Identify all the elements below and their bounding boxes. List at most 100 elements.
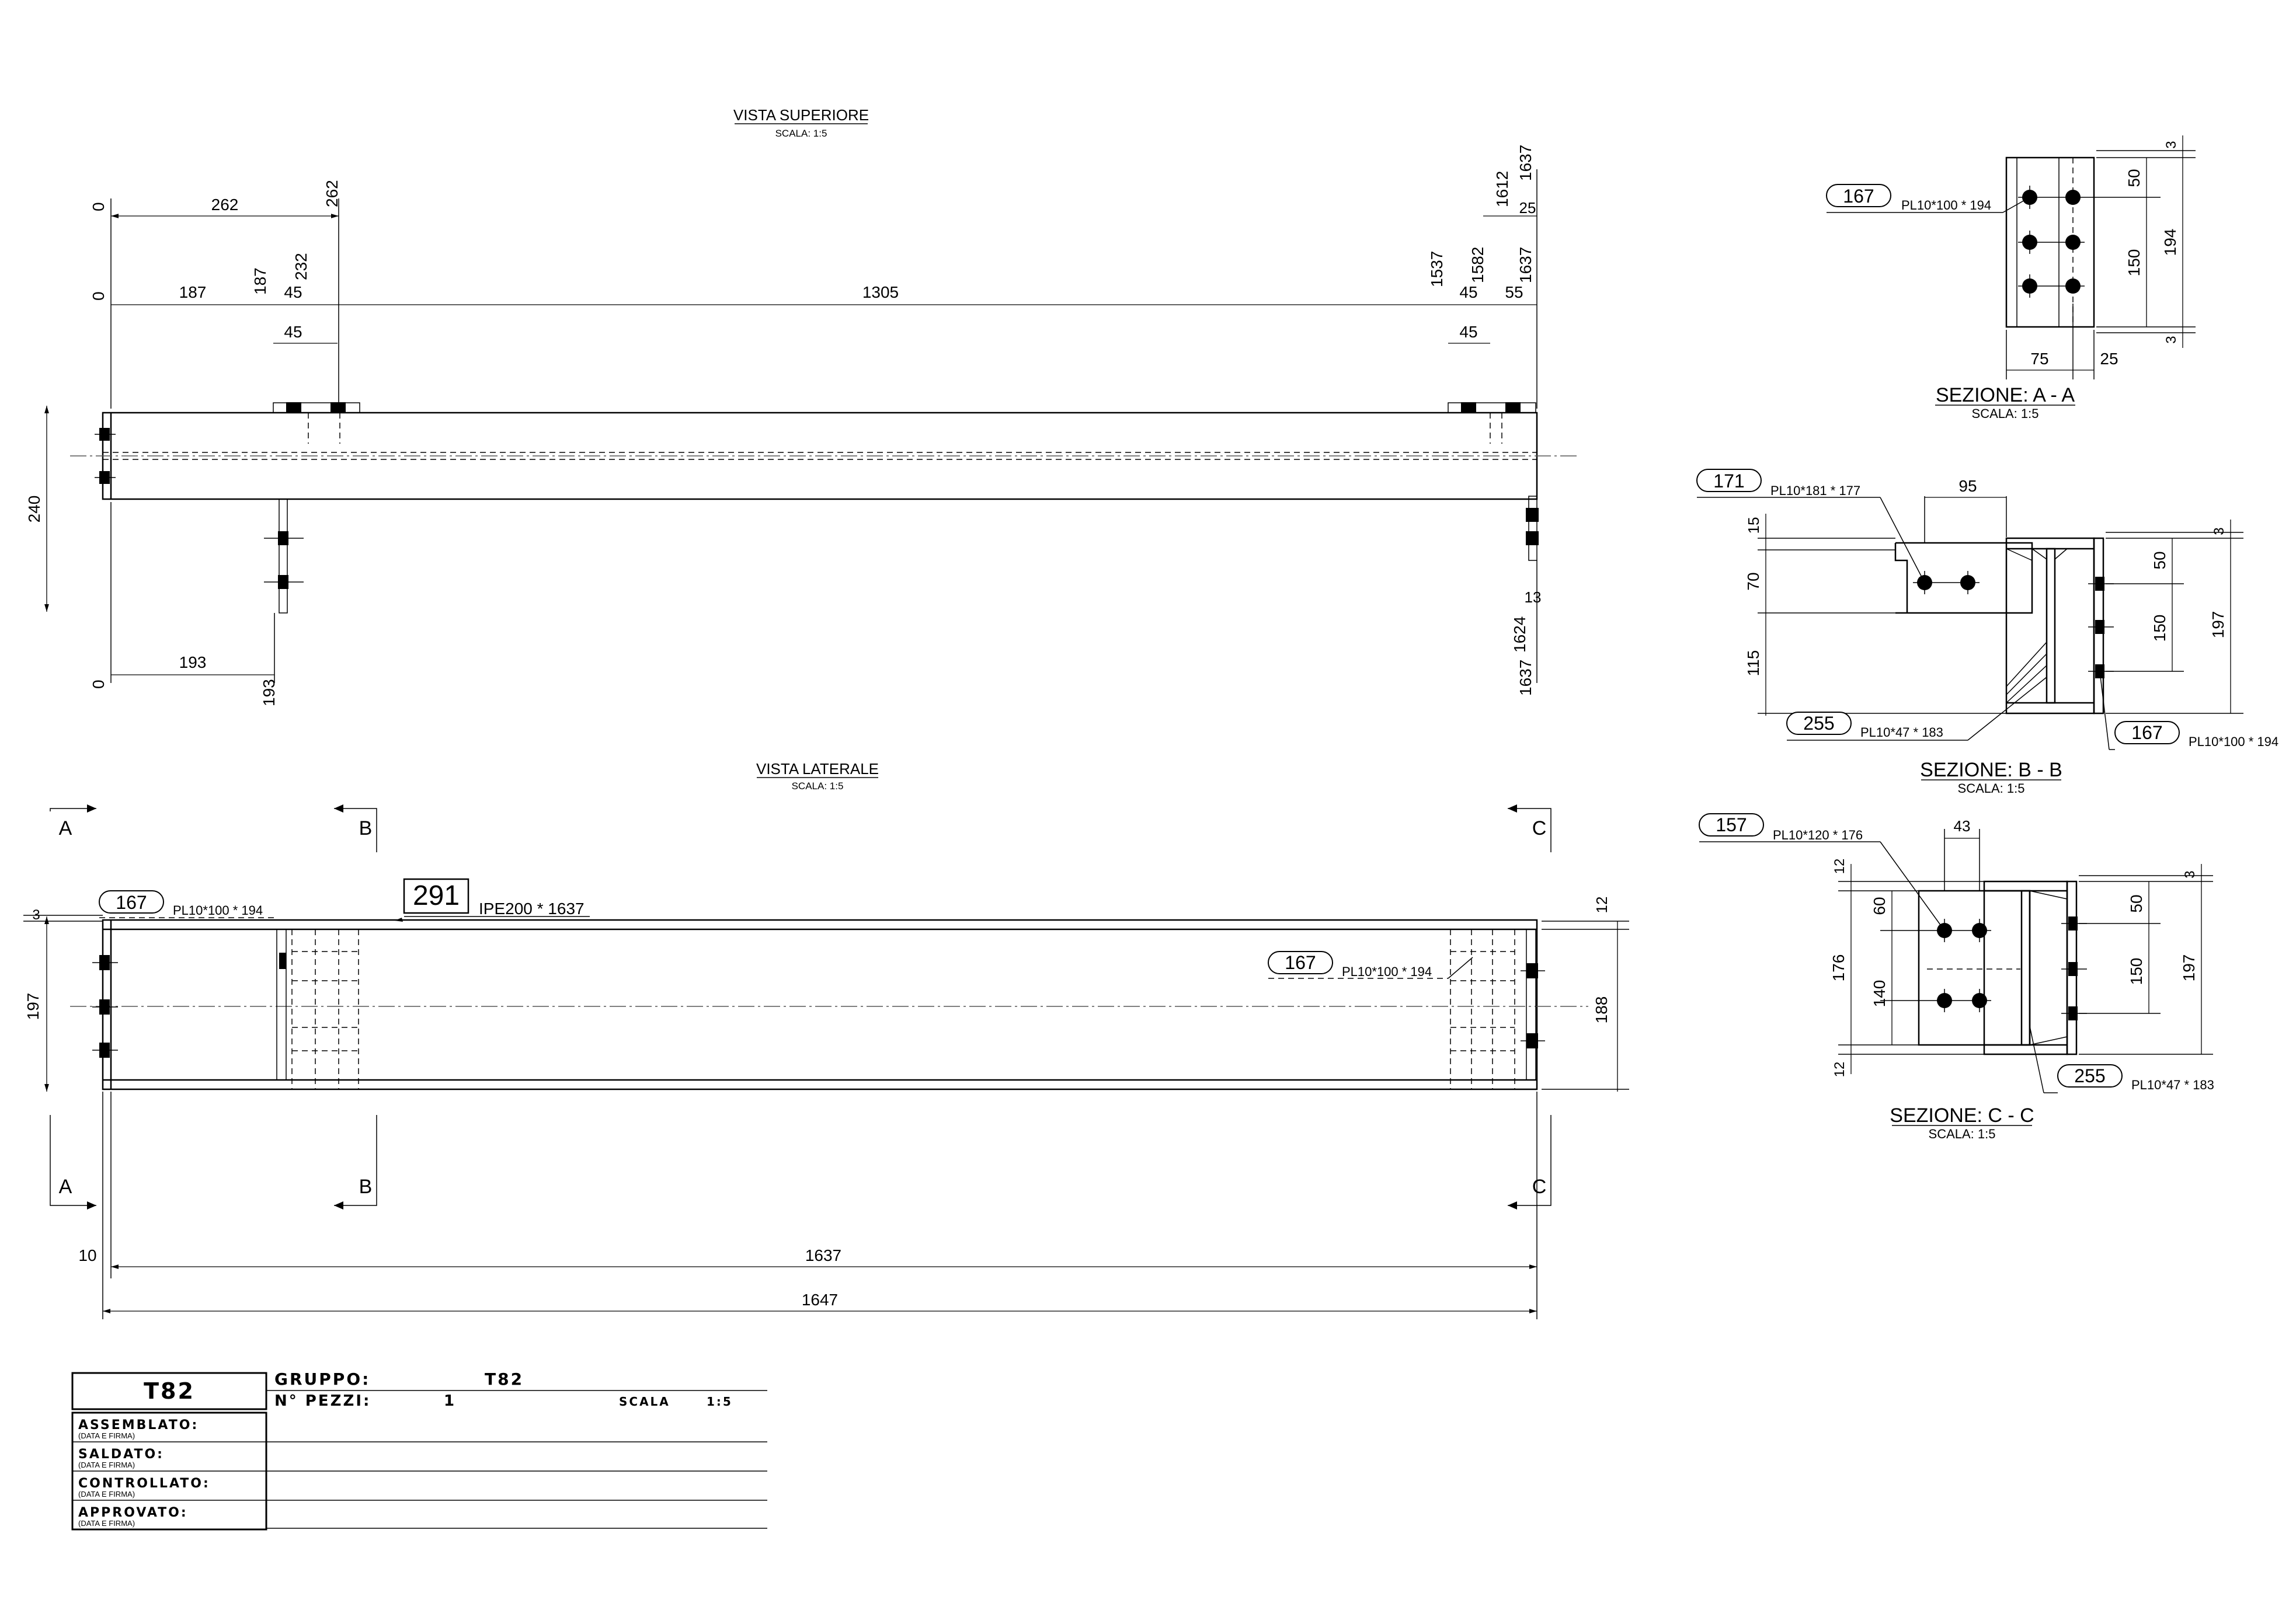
- plate-top-left: [273, 402, 360, 413]
- sec-b-part-desc-167: PL10*100 * 194: [2189, 734, 2278, 749]
- dim-1612: 1612: [1493, 171, 1511, 207]
- plate-bottom-left: [279, 499, 288, 614]
- sec-a-part-mark: 167: [1843, 186, 1874, 207]
- part-bubble-167: [99, 890, 164, 914]
- sec-c-dim-50: 50: [2127, 894, 2145, 912]
- section-a-plate: [2005, 156, 2095, 328]
- dim-zero-2: 0: [89, 291, 107, 301]
- sec-c-dim-140: 140: [1870, 980, 1888, 1008]
- part-mark-167-right: 167: [1285, 952, 1316, 973]
- sec-a-dim-150: 150: [2125, 249, 2143, 277]
- sec-c-dim-3: 3: [2182, 870, 2198, 878]
- dim-25: 25: [1519, 199, 1536, 217]
- title-block-pieces-label: N° PEZZI:: [274, 1392, 371, 1410]
- sec-b-dim-197: 197: [2209, 611, 2227, 639]
- dim-188: 188: [1592, 996, 1610, 1024]
- sec-a-dim-194: 194: [2161, 229, 2179, 256]
- beam-side-outline: [102, 919, 1538, 1090]
- sec-a-part-bubble: [1826, 184, 1891, 207]
- title-row-label-checked: CONTROLLATO:: [78, 1476, 210, 1491]
- side-view: VISTA LATERALE SCALA: 1:5: [23, 760, 1629, 1319]
- sec-c-dim-150: 150: [2127, 958, 2145, 985]
- section-mark-a-top: A: [59, 817, 72, 839]
- dim-193: 193: [179, 653, 207, 671]
- sec-b-dim-115: 115: [1744, 650, 1762, 677]
- top-view-scale: SCALA: 1:5: [775, 128, 827, 139]
- section-c-ipe: [1983, 880, 2068, 1055]
- dim-1637-side: 1637: [805, 1246, 841, 1264]
- title-block: T82 GRUPPO: T82 N° PEZZI: 1 SCALA 1:5 AS…: [71, 1369, 767, 1531]
- sec-c-part-mark-157: 157: [1716, 814, 1747, 835]
- sec-a-scale: SCALA: 1:5: [1972, 406, 2039, 421]
- part-mark-167: 167: [116, 892, 147, 913]
- section-b-b: 171 PL10*181 * 177 95 15 70 115 3 50 150…: [1696, 469, 2278, 796]
- section-b-ipe: [2005, 537, 2095, 715]
- stiffener-left: [276, 929, 287, 1081]
- part-bubble-167-right: [1268, 951, 1333, 974]
- dim-45: 45: [284, 283, 302, 301]
- sec-c-dim-60: 60: [1870, 897, 1888, 915]
- sec-b-part-bubble-255: [1786, 712, 1852, 735]
- title-block-pieces-value: 1: [444, 1392, 456, 1410]
- section-mark-c-top: C: [1532, 817, 1547, 839]
- dim-45-r: 45: [1459, 283, 1477, 301]
- dim-197: 197: [24, 993, 42, 1020]
- sec-b-dim-15: 15: [1745, 517, 1762, 534]
- dim-zero: 0: [89, 202, 107, 211]
- sec-b-part-desc-255: PL10*47 * 183: [1860, 725, 1943, 740]
- sec-b-part-mark-255: 255: [1803, 713, 1834, 734]
- sec-c-part-bubble-157: [1699, 813, 1764, 837]
- section-mark-b-bottom: B: [359, 1176, 373, 1198]
- section-mark-a-bottom: A: [59, 1176, 72, 1198]
- part-desc-167: PL10*100 * 194: [173, 903, 263, 918]
- title-block-scale-label: SCALA: [619, 1395, 670, 1409]
- sec-b-dim-95: 95: [1958, 477, 1977, 495]
- sec-b-scale: SCALA: 1:5: [1958, 781, 2025, 796]
- part-box-291: [403, 878, 469, 914]
- dim-zero-3: 0: [89, 679, 107, 689]
- sec-c-dim-12b: 12: [1832, 1062, 1848, 1078]
- sec-a-dim-25: 25: [2100, 350, 2118, 368]
- dim-240: 240: [25, 496, 43, 523]
- dim-262-ord: 262: [323, 180, 341, 207]
- part-mark-291: 291: [413, 880, 460, 911]
- sec-a-dim-3: 3: [2163, 141, 2179, 148]
- section-b-plate-171: [1895, 542, 2033, 614]
- title-row-label-assembled: ASSEMBLATO:: [78, 1418, 199, 1433]
- title-block-group-label: GRUPPO:: [274, 1369, 370, 1389]
- stiffener-right: [1526, 929, 1536, 1081]
- section-a-holes: [2018, 186, 2085, 298]
- dim-1582: 1582: [1469, 247, 1487, 283]
- title-row-label-welded: SALDATO:: [78, 1447, 164, 1462]
- dim-193-ord: 193: [260, 679, 278, 706]
- dim-1647: 1647: [802, 1291, 838, 1309]
- sec-c-dim-12: 12: [1832, 859, 1848, 874]
- dim-262: 262: [211, 196, 239, 214]
- dim-1624: 1624: [1511, 616, 1529, 653]
- dim-187-ord: 187: [251, 267, 269, 295]
- sec-a-title: SEZIONE: A - A: [1936, 384, 2075, 406]
- plate-end-right: [1528, 496, 1537, 561]
- side-view-title: VISTA LATERALE: [756, 760, 879, 778]
- sec-c-part-mark-255: 255: [2074, 1065, 2105, 1086]
- sec-a-dim-75: 75: [2030, 350, 2048, 368]
- sec-b-title: SEZIONE: B - B: [1920, 759, 2062, 781]
- sec-b-dim-70: 70: [1744, 572, 1762, 590]
- sec-b-dim-50: 50: [2151, 551, 2169, 569]
- section-mark-b-top: B: [359, 817, 373, 839]
- sec-b-dim-150: 150: [2151, 615, 2169, 642]
- dim-1637-a: 1637: [1516, 145, 1535, 181]
- section-c-plate-157: [1918, 890, 2031, 1046]
- section-mark-c-bottom: C: [1532, 1176, 1547, 1198]
- part-desc-167-right: PL10*100 * 194: [1342, 964, 1432, 979]
- dim-13: 13: [1525, 588, 1542, 606]
- title-row-sub-checked: (DATA E FIRMA): [78, 1490, 135, 1498]
- dim-187: 187: [179, 283, 207, 301]
- dim-3: 3: [32, 907, 40, 923]
- section-a-a: 167 PL10*100 * 194 3 50 194 150 3 75 25 …: [1826, 135, 2196, 421]
- sec-b-part-bubble-167: [2114, 721, 2180, 744]
- sec-b-part-bubble-171: [1696, 469, 1762, 492]
- title-row-sub-assembled: (DATA E FIRMA): [78, 1431, 135, 1440]
- dim-45-c: 45: [1459, 323, 1477, 341]
